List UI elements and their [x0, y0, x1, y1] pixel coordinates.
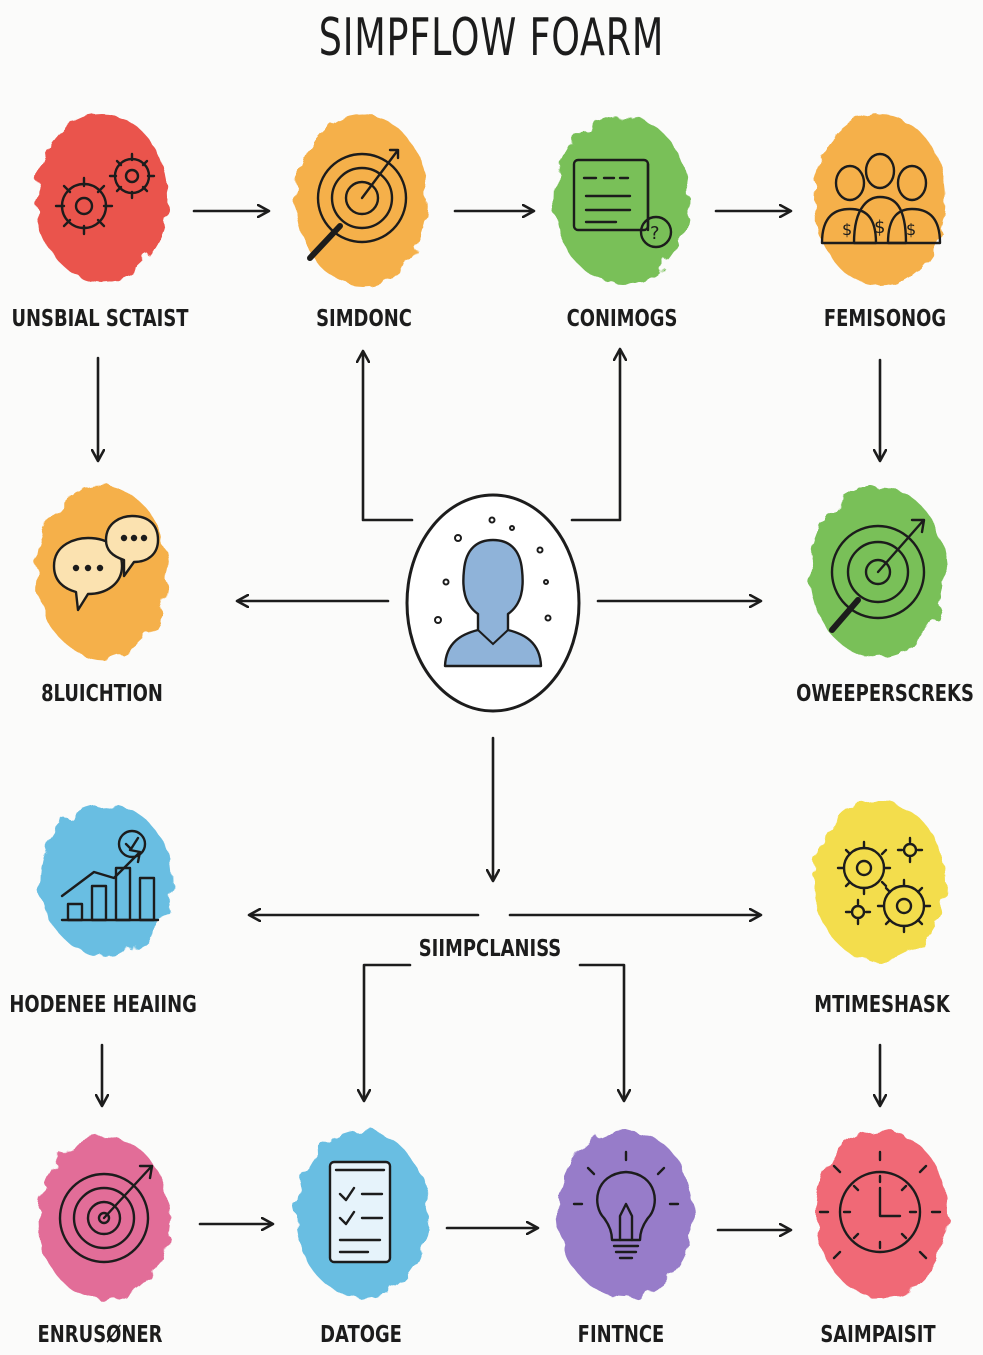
people-money-icon: $ $ $ — [820, 152, 942, 245]
document-question-icon: ? — [572, 158, 673, 249]
growth-chart-icon — [60, 829, 160, 922]
node-label-n5: 8LUICHTION — [41, 681, 163, 707]
node-blob-n7 — [40, 804, 172, 956]
gears-icon — [54, 152, 156, 236]
gears-icon — [836, 836, 932, 934]
node-label-n9: ENRUSØNER — [37, 1322, 163, 1348]
node-blob-n8 — [814, 802, 946, 962]
node-label-n1: UNSBIAL SCTAIST — [11, 306, 189, 332]
arrow-hub-n10 — [364, 963, 412, 1100]
node-label-n2: SIMDONC — [316, 306, 412, 332]
clock-icon — [818, 1150, 942, 1260]
arrow-hub-n11 — [578, 963, 624, 1100]
node-blob-n3 — [554, 116, 690, 284]
node-label-n8: MTIMESHASK — [814, 992, 950, 1018]
page-title: SIMPFLOW FOARM — [318, 8, 665, 68]
target-arrow-icon — [829, 518, 926, 633]
hub-label: SIIMPCLANISS — [418, 936, 562, 962]
speech-bubbles-icon — [52, 514, 160, 612]
node-label-n11: FINTNCE — [577, 1322, 665, 1348]
node-blob-n2 — [296, 114, 428, 286]
svg-text:$: $ — [874, 217, 885, 238]
node-label-n12: SAIMPAISIT — [820, 1322, 936, 1348]
node-label-n3: CONIMOGS — [566, 306, 678, 332]
node-label-n6: OWEEPERSCREKS — [796, 681, 974, 707]
lightbulb-icon — [572, 1150, 680, 1260]
person-thinking-icon — [405, 493, 581, 713]
node-blob-n12 — [816, 1130, 948, 1298]
target-arrow-icon — [58, 1164, 154, 1264]
svg-text:?: ? — [650, 223, 660, 244]
checklist-icon — [328, 1160, 392, 1264]
arrow-center-n2 — [363, 352, 414, 522]
node-blob-n1 — [36, 114, 168, 282]
node-label-n7: HODENEE HEAIING — [9, 992, 197, 1018]
node-label-n10: DATOGE — [320, 1322, 402, 1348]
arrow-center-n3 — [570, 350, 620, 522]
node-blob-n4 — [814, 114, 946, 286]
node-label-n4: FEMISONOG — [823, 306, 947, 332]
target-magnifier-icon — [307, 148, 408, 261]
svg-text:$: $ — [906, 220, 916, 239]
svg-text:$: $ — [842, 220, 852, 239]
